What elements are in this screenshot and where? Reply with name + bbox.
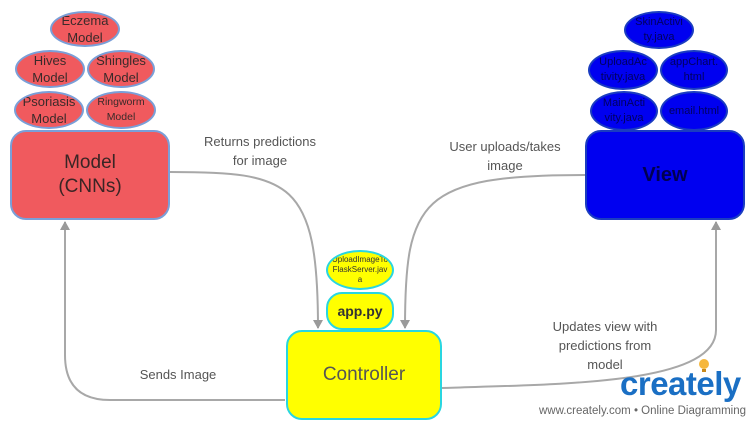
model-title: Model (CNNs) [58, 152, 122, 197]
app-py-node[interactable]: app.py [326, 292, 394, 330]
psoriasis-model-node[interactable]: Psoriasis Model [14, 91, 84, 129]
skinactivity-java-label: SkinActivi ty.java [635, 16, 683, 43]
creately-logo-text: creately [620, 365, 741, 402]
lightbulb-base-icon [702, 369, 706, 372]
mainactivity-java-label: MainActi vity.java [602, 97, 646, 124]
eczema-model-label: Eczema Model [61, 13, 109, 45]
edge-returns-predictions [169, 171, 323, 329]
appchart-html-label: appChart. html [669, 56, 719, 83]
uploadimagetoflaskserver-java-node[interactable]: UploadImageTo FlaskServer.jav a [326, 250, 394, 290]
sends-image-label: Sends Image [139, 367, 217, 382]
view-title: View [642, 163, 688, 186]
edge-user-uploads [400, 174, 586, 329]
uploadimagetoflaskserver-java-label: UploadImageTo FlaskServer.jav a [331, 255, 389, 284]
uploadactivity-java-node[interactable]: UploadAc tivity.java [588, 50, 658, 90]
appchart-html-node[interactable]: appChart. html [660, 50, 728, 90]
edge-updates-view [441, 221, 721, 389]
hives-model-label: Hives Model [32, 53, 68, 85]
email-html-node[interactable]: email.html [660, 91, 728, 131]
hives-model-node[interactable]: Hives Model [15, 50, 85, 88]
ringworm-model-label: Ringworm Model [97, 96, 145, 123]
uploadactivity-java-label: UploadAc tivity.java [599, 56, 647, 83]
user-uploads-label: User uploads/takes image [449, 139, 561, 173]
skinactivity-java-node[interactable]: SkinActivi ty.java [624, 11, 694, 49]
model-node[interactable]: Model (CNNs) [10, 130, 170, 220]
psoriasis-model-label: Psoriasis Model [22, 94, 76, 126]
email-html-label: email.html [668, 104, 720, 117]
app-py-label: app.py [337, 303, 383, 319]
ringworm-model-node[interactable]: Ringworm Model [86, 91, 156, 129]
lightbulb-icon [699, 359, 709, 369]
view-node[interactable]: View [585, 130, 745, 220]
shingles-model-label: Shingles Model [96, 53, 146, 85]
returns-predictions-label: Returns predictions for image [204, 134, 316, 168]
controller-title: Controller [322, 364, 406, 385]
mainactivity-java-node[interactable]: MainActi vity.java [590, 91, 658, 131]
updates-view-label: Updates view with predictions from model [552, 319, 658, 372]
eczema-model-node[interactable]: Eczema Model [50, 11, 120, 47]
shingles-model-node[interactable]: Shingles Model [87, 50, 155, 88]
controller-node[interactable]: Controller [286, 330, 442, 420]
creately-logo[interactable]: creately [620, 357, 748, 403]
edge-sends-image [60, 221, 285, 401]
footer-text: www.creately.com • Online Diagramming [538, 405, 746, 417]
